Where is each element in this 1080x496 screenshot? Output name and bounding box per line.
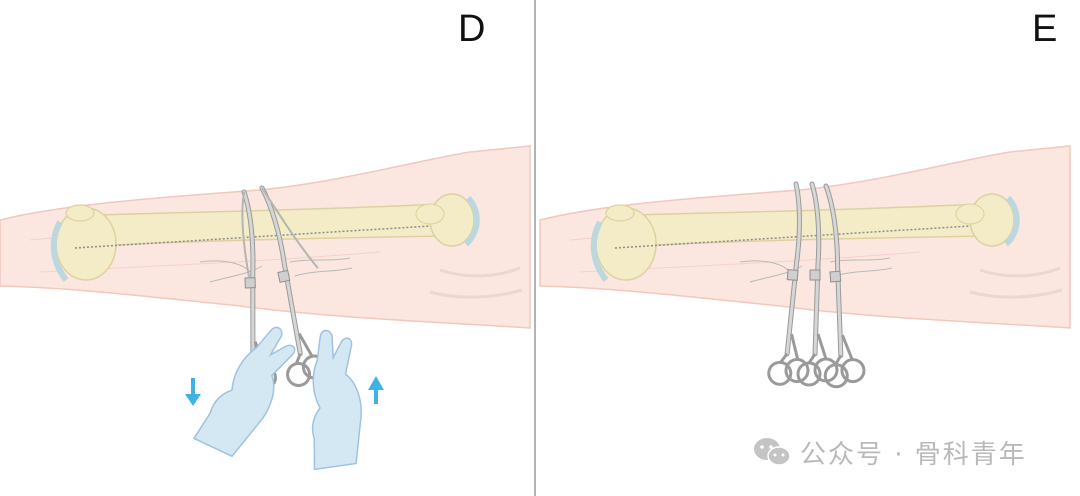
gloved-hand-left	[193, 314, 302, 463]
hemostat-right	[248, 180, 341, 387]
panel-d	[0, 146, 530, 471]
hemostat-left	[230, 191, 276, 393]
arrow-down-icon	[185, 378, 201, 406]
watermark: 公众号 · 骨科青年	[752, 432, 1027, 472]
watermark-text: 公众号 · 骨科青年	[800, 439, 1027, 470]
arm-with-humerus	[540, 146, 1070, 328]
panel-label-e: E	[1032, 8, 1058, 50]
wechat-icon	[754, 438, 791, 466]
panel-label-d: D	[458, 8, 486, 50]
panel-e	[540, 146, 1070, 387]
arrow-up-icon	[368, 376, 384, 404]
arm-with-humerus	[0, 146, 530, 328]
